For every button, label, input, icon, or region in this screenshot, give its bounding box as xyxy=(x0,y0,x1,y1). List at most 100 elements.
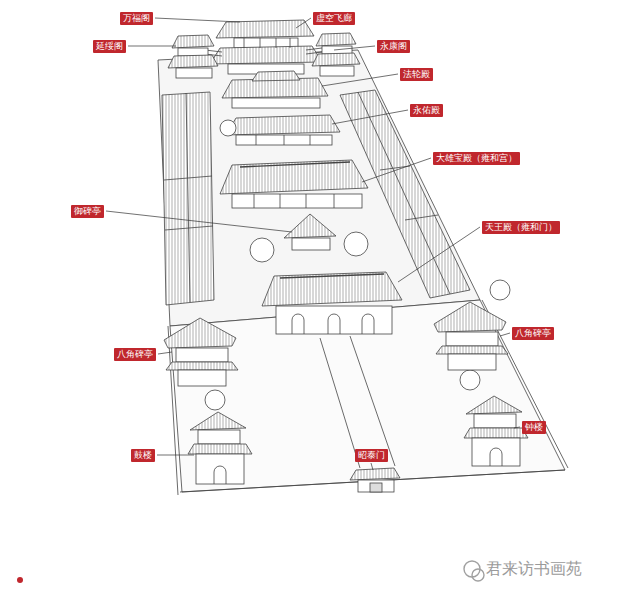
label-text: 鼓楼 xyxy=(134,450,152,460)
drawing-part xyxy=(316,33,356,46)
drawing-part xyxy=(252,71,300,81)
drawing-part xyxy=(168,55,218,68)
drawing-part xyxy=(178,370,226,386)
label-text: 延绥阁 xyxy=(96,41,123,51)
drawing-part xyxy=(256,135,257,145)
drawing-part xyxy=(334,46,375,50)
drawing-part xyxy=(155,18,240,22)
callout-label: 八角碑亭 xyxy=(114,348,156,361)
callout-label: 永康阁 xyxy=(377,40,410,53)
drawing-part xyxy=(190,412,246,430)
drawing-part xyxy=(128,46,176,47)
drawing-part xyxy=(362,158,431,182)
drawing-part xyxy=(166,362,238,370)
drawing-part xyxy=(320,338,360,468)
drawing-part xyxy=(350,336,395,466)
compound xyxy=(158,20,568,495)
label-text: 法轮殿 xyxy=(403,69,430,79)
drawing-part xyxy=(448,354,496,370)
drawing-part xyxy=(178,48,208,56)
drawing-part xyxy=(320,66,354,76)
leader-lines xyxy=(106,18,520,470)
callout-label: 永佑殿 xyxy=(410,104,443,117)
drawing-part xyxy=(280,194,281,208)
drawing-part xyxy=(514,427,520,428)
callout-label: 万福阁 xyxy=(120,12,153,25)
drawing-part xyxy=(172,35,214,48)
callout-label: 八角碑亭 xyxy=(512,327,554,340)
drawing-part xyxy=(260,38,261,48)
drawing-part xyxy=(405,215,438,220)
drawing-part xyxy=(358,92,450,294)
callout-label: 延绥阁 xyxy=(93,40,126,53)
drawing-part xyxy=(222,78,328,98)
callout-label: 虚空飞廊 xyxy=(313,12,355,25)
drawing-part xyxy=(460,370,480,390)
drawing-part xyxy=(106,211,292,232)
drawing-part xyxy=(322,74,398,86)
drawing-part xyxy=(276,38,277,48)
drawing-part xyxy=(165,226,213,230)
watermark: 君来访书画苑 xyxy=(486,560,582,578)
drawing-part xyxy=(280,274,384,278)
callout-label: 钟楼 xyxy=(522,421,546,434)
drawing-part xyxy=(398,227,480,282)
label-text: 永佑殿 xyxy=(413,105,440,115)
label-text: 天王殿（雍和门） xyxy=(485,222,557,232)
drawing-part xyxy=(472,438,520,466)
drawing-part xyxy=(220,120,236,136)
drawing-part xyxy=(464,428,528,438)
callout-label: 天王殿（雍和门） xyxy=(482,221,560,234)
drawing-part xyxy=(292,238,330,250)
label-text: 虚空飞廊 xyxy=(316,13,352,23)
drawing-part xyxy=(500,333,510,336)
drawing-part xyxy=(262,272,402,306)
drawing-part xyxy=(205,390,225,410)
drawing-part xyxy=(176,348,228,362)
drawing-part xyxy=(170,300,565,492)
drawing-part xyxy=(254,194,255,208)
drawing-part xyxy=(216,20,314,38)
label-text: 御碑亭 xyxy=(74,206,101,216)
callout-label: 法轮殿 xyxy=(400,68,433,81)
label-text: 昭泰门 xyxy=(358,450,385,460)
drawing-part xyxy=(276,306,392,334)
drawing-part xyxy=(436,346,508,354)
drawing-part xyxy=(472,569,484,581)
drawing-part xyxy=(164,176,212,180)
drawing-part xyxy=(306,194,307,208)
drawing-part xyxy=(434,302,506,332)
drawing-part xyxy=(244,38,245,48)
drawing-part xyxy=(250,238,274,262)
drawing-part xyxy=(164,318,236,348)
drawing-part xyxy=(332,110,408,124)
label-text: 八角碑亭 xyxy=(515,328,551,338)
label-text: 钟楼 xyxy=(525,422,543,432)
drawing-part xyxy=(466,396,522,414)
drawing-part xyxy=(220,160,368,194)
watermark-icon xyxy=(464,561,484,581)
drawing-part xyxy=(446,332,498,346)
drawing-part xyxy=(232,98,320,108)
drawing-part xyxy=(292,314,374,334)
drawing-part xyxy=(490,448,502,466)
drawing-part xyxy=(284,135,285,145)
drawing-part xyxy=(344,232,368,256)
drawing-part xyxy=(188,444,252,454)
drawing-part xyxy=(196,454,244,484)
callout-label: 鼓楼 xyxy=(131,449,155,462)
drawing-part xyxy=(240,162,350,167)
callout-label: 御碑亭 xyxy=(71,205,104,218)
drawing-part xyxy=(236,135,332,145)
drawing-part xyxy=(158,352,172,354)
drawing-part xyxy=(334,194,335,208)
drawing-part xyxy=(158,50,480,326)
drawing-part xyxy=(370,483,382,492)
drawing-part xyxy=(358,480,394,492)
label-text: 永康阁 xyxy=(380,41,407,51)
drawing-part xyxy=(306,48,322,50)
drawing-part xyxy=(310,135,311,145)
